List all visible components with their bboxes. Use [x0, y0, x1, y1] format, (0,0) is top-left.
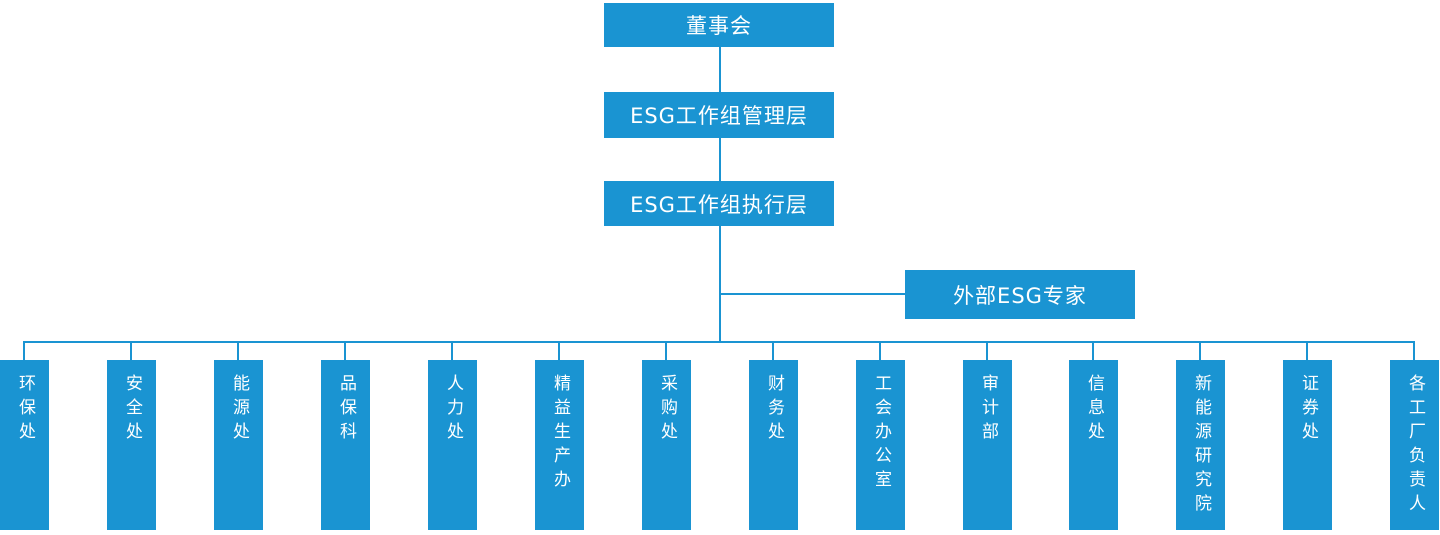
connector-stub	[1413, 341, 1415, 360]
node-esg-execution-layer: ESG工作组执行层	[604, 181, 834, 226]
connector-execution-to-bus	[719, 226, 721, 343]
connector-stub	[23, 341, 25, 360]
connector-stub	[451, 341, 453, 360]
department-label: 采购处	[657, 374, 677, 446]
department-label: 工会办公室	[871, 374, 891, 494]
department-box-energy: 能源处	[214, 360, 263, 530]
department-label: 人力处	[443, 374, 463, 446]
department-box-new-energy-research: 新能源研究院	[1176, 360, 1225, 530]
department-label: 新能源研究院	[1191, 374, 1211, 518]
connector-stub	[879, 341, 881, 360]
connector-to-external-experts	[720, 293, 905, 295]
connector-management-to-execution	[719, 138, 721, 181]
connector-stub	[130, 341, 132, 360]
department-label: 证券处	[1298, 374, 1318, 446]
department-label: 各工厂负责人	[1405, 374, 1425, 518]
department-box-securities: 证券处	[1283, 360, 1332, 530]
node-external-esg-experts: 外部ESG专家	[905, 270, 1135, 319]
department-box-procurement: 采购处	[642, 360, 691, 530]
connector-stub	[1199, 341, 1201, 360]
department-box-human-resources: 人力处	[428, 360, 477, 530]
node-board: 董事会	[604, 3, 834, 47]
node-esg-management-label: ESG工作组管理层	[630, 104, 808, 128]
department-label: 信息处	[1084, 374, 1104, 446]
department-box-quality-assurance: 品保科	[321, 360, 370, 530]
department-box-factory-heads: 各工厂负责人	[1390, 360, 1439, 530]
connector-stub	[237, 341, 239, 360]
connector-stub	[558, 341, 560, 360]
department-box-audit: 审计部	[963, 360, 1012, 530]
connector-stub	[772, 341, 774, 360]
department-box-union-office: 工会办公室	[856, 360, 905, 530]
node-external-esg-experts-label: 外部ESG专家	[953, 283, 1087, 308]
department-label: 能源处	[229, 374, 249, 446]
department-box-information: 信息处	[1069, 360, 1118, 530]
department-label: 精益生产办	[550, 374, 570, 494]
connector-stub	[1306, 341, 1308, 360]
department-box-finance: 财务处	[749, 360, 798, 530]
department-label: 财务处	[764, 374, 784, 446]
connector-board-to-management	[719, 47, 721, 92]
connector-stub	[344, 341, 346, 360]
connector-stub	[665, 341, 667, 360]
node-esg-execution-label: ESG工作组执行层	[630, 192, 808, 217]
department-box-lean-production: 精益生产办	[535, 360, 584, 530]
department-label: 环保处	[15, 374, 35, 446]
node-esg-management-layer: ESG工作组管理层	[604, 92, 834, 138]
department-label: 安全处	[122, 374, 142, 446]
connector-stub	[1092, 341, 1094, 360]
department-box-safety: 安全处	[107, 360, 156, 530]
node-board-label: 董事会	[686, 14, 752, 38]
connector-stub	[986, 341, 988, 360]
department-label: 审计部	[978, 374, 998, 446]
connector-horizontal-bus	[23, 341, 1415, 343]
department-label: 品保科	[336, 374, 356, 446]
department-box-environmental-protection: 环保处	[0, 360, 49, 530]
